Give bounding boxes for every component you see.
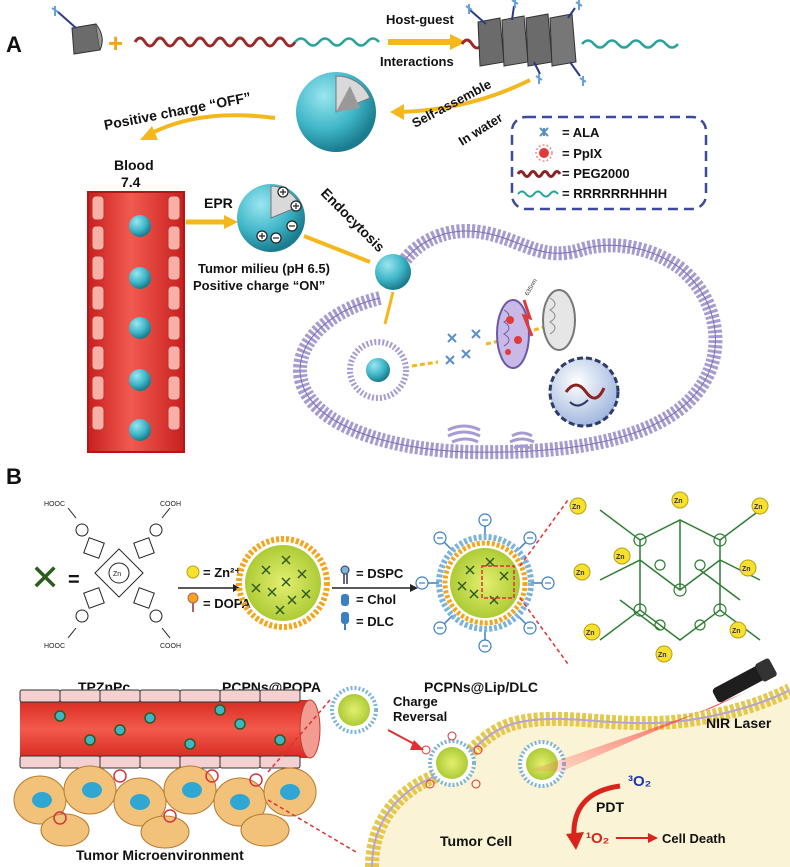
blood-vessel (87, 191, 185, 453)
blood-label: Blood (114, 157, 154, 173)
positive-on-label: Positive charge “ON” (193, 278, 325, 293)
svg-text:= ALA: = ALA (562, 125, 600, 140)
dopa-icon (187, 592, 199, 612)
tumor-blood-vessel (19, 689, 321, 769)
svg-text:Zn: Zn (586, 630, 595, 637)
ala-release-icon (445, 329, 481, 365)
charged-nanoparticle-icon (237, 184, 305, 252)
svg-text:= Zn²⁺: = Zn²⁺ (203, 565, 241, 580)
svg-text:Zn: Zn (674, 498, 683, 505)
legend-ala: = ALA (539, 125, 600, 140)
peg-chain-icon (133, 36, 297, 48)
mitochondrion-icon (496, 299, 530, 369)
svg-text:COOH: COOH (160, 643, 181, 650)
pcpns-popa-particle (236, 536, 330, 630)
tpznpc-structure (67, 507, 171, 639)
charge-reversal-label-1: Charge (393, 694, 438, 709)
cyclodextrin-ala-icon (51, 6, 103, 55)
singlet-oxygen-label: ¹O₂ (586, 830, 609, 847)
svg-text:= PEG2000: = PEG2000 (562, 166, 630, 181)
svg-text:= DSPC: = DSPC (356, 566, 404, 581)
tumor-microenvironment-label: Tumor Microenvironment (76, 847, 244, 863)
tumor-tissue (13, 765, 317, 849)
svg-text:= DLC: = DLC (356, 614, 395, 629)
charge-off-arrow (149, 113, 276, 136)
legend-peg: = PEG2000 (516, 166, 630, 181)
self-assemble-arrow (399, 78, 531, 114)
svg-text:Zn: Zn (616, 554, 625, 561)
polyrotaxane-icon (460, 0, 679, 86)
internalized-nanoparticle-icon (375, 254, 411, 290)
endocytosis-arrow (303, 234, 371, 264)
svg-text:Zn: Zn (732, 628, 741, 635)
tumor-milieu-label: Tumor milieu (pH 6.5) (198, 261, 330, 276)
peptide-icon (517, 190, 559, 198)
damaged-mitochondrion-icon (542, 289, 576, 351)
host-guest-label: Host-guest (386, 12, 455, 27)
peptide-chain-icon (294, 37, 380, 47)
nir-laser-label: NIR Laser (706, 715, 772, 731)
positive-off-label: Positive charge “OFF” (103, 89, 253, 133)
epr-label: EPR (204, 195, 233, 211)
blood-ph-label: 7.4 (121, 174, 141, 190)
svg-text:HOOC: HOOC (44, 501, 65, 508)
tumor-cell-label: Tumor Cell (440, 833, 512, 849)
golgi-icon (447, 424, 535, 450)
interactions-label: Interactions (380, 54, 454, 69)
svg-text:Zn: Zn (742, 566, 751, 573)
svg-text:Zn: Zn (113, 571, 121, 578)
dspc-icon (340, 565, 350, 584)
pcpns-lip-dlc-particle (415, 513, 555, 653)
laser-beam (530, 692, 746, 772)
charge-reversal-label-2: Reversal (393, 709, 447, 724)
dlc-icon (341, 612, 349, 630)
svg-text:COOH: COOH (160, 501, 181, 508)
svg-text:= RRRRRRHHHH: = RRRRRRHHHH (562, 186, 667, 201)
ala-icon (539, 127, 549, 137)
legend-peptide: = RRRRRRHHHH (517, 186, 667, 201)
cell-surface-particle (421, 731, 483, 789)
zn-ion-icon (186, 565, 200, 579)
peg-icon (516, 170, 562, 178)
pdt-label: PDT (596, 799, 624, 815)
tpznpc-cross-icon: ✕ (30, 558, 60, 599)
pcpns-lip-dlc-label: PCPNs@Lip/DLC (424, 679, 538, 695)
plus-icon: + (108, 28, 123, 58)
nir-laser-icon (712, 658, 777, 703)
svg-text:= Chol: = Chol (356, 592, 396, 607)
ppix-icon (539, 148, 549, 158)
svg-text:Zn: Zn (576, 570, 585, 577)
triplet-oxygen-label: ³O₂ (628, 773, 651, 790)
cell-death-label: Cell Death (662, 831, 726, 846)
panel-b-letter: B (6, 464, 22, 489)
svg-text:=: = (68, 569, 80, 591)
nanoparticle-icon (296, 72, 376, 152)
svg-text:Zn: Zn (754, 504, 763, 511)
panel-a-letter: A (6, 32, 22, 57)
legend-ppix: = PpIX (535, 144, 602, 162)
nucleus-icon (548, 356, 620, 428)
charge-reversal-particle (330, 686, 378, 734)
svg-text:HOOC: HOOC (44, 643, 65, 650)
endosome-icon (347, 339, 409, 401)
pdt-arrow (571, 783, 621, 839)
legend-box (510, 115, 708, 211)
svg-text:= PpIX: = PpIX (562, 146, 602, 161)
svg-text:Zn: Zn (658, 652, 667, 659)
svg-text:Zn: Zn (572, 504, 581, 511)
tumor-cell (365, 683, 790, 867)
chol-icon (341, 594, 349, 606)
in-water-label: In water (456, 110, 506, 149)
laser-bolt-icon (521, 299, 534, 337)
